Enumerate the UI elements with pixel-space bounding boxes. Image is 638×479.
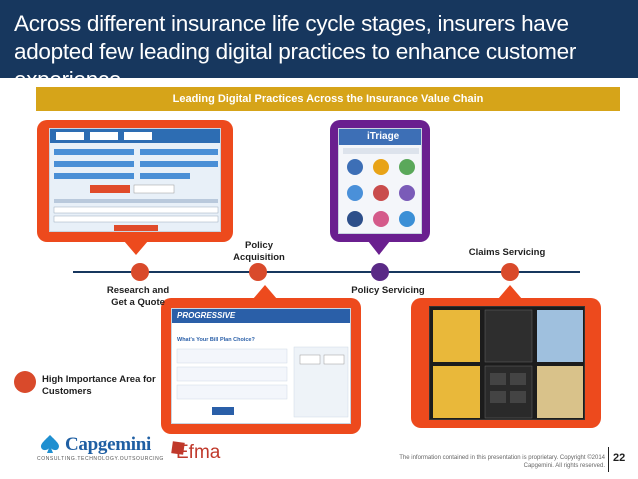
research-quote-bubble	[37, 120, 233, 242]
stage-label-claims: Claims Servicing	[468, 247, 546, 258]
copyright-note: The information contained in this presen…	[399, 455, 605, 469]
efma-name: Efma	[176, 442, 221, 463]
stage-label-research: Research and Get a Quote	[106, 285, 170, 308]
policy-acquisition-pointer	[253, 285, 277, 299]
header-bar: Across different insurance life cycle st…	[0, 0, 638, 92]
policy-servicing-bubble: iTriage	[330, 120, 430, 242]
claims-app-screenshots	[429, 306, 585, 420]
footer-divider	[608, 447, 609, 472]
progressive-heading: What's Your Bill Plan Choice?	[177, 337, 255, 343]
policy-acquisition-node	[249, 263, 267, 281]
progressive-screenshot: PROGRESSIVE What's Your Bill Plan Choice…	[171, 308, 351, 424]
section-banner: Leading Digital Practices Across the Ins…	[36, 87, 620, 111]
itriage-app-screenshot: iTriage	[338, 128, 422, 234]
claims-servicing-pointer	[498, 285, 522, 299]
legend-high-importance-label: High Importance Area for Customers	[42, 374, 156, 397]
claims-app-illustration	[433, 309, 583, 419]
stage-label-acquisition: Policy Acquisition	[233, 240, 285, 263]
capgemini-spade-icon	[40, 435, 60, 453]
quote-form-screenshot	[49, 128, 221, 232]
research-quote-node	[131, 263, 149, 281]
app-name: iTriage	[367, 131, 400, 142]
capgemini-name: Capgemini	[65, 434, 151, 455]
page-title: Across different insurance life cycle st…	[14, 11, 577, 92]
efma-mark-icon	[171, 441, 185, 455]
policy-servicing-node	[371, 263, 389, 281]
policy-acquisition-bubble: PROGRESSIVE What's Your Bill Plan Choice…	[161, 298, 361, 434]
progressive-brand: PROGRESSIVE	[177, 311, 236, 320]
progressive-header: PROGRESSIVE	[172, 309, 350, 323]
policy-servicing-pointer	[368, 241, 390, 255]
efma-logo	[170, 438, 188, 461]
page-number: 22	[613, 452, 626, 464]
research-bubble-pointer	[124, 241, 148, 255]
app-icon-grid	[343, 148, 419, 227]
claims-servicing-bubble	[411, 298, 601, 428]
app-titlebar: iTriage	[339, 129, 421, 145]
legend-high-importance-dot	[14, 371, 36, 393]
billing-options-illustration	[176, 346, 349, 418]
claims-servicing-node	[501, 263, 519, 281]
capgemini-logo: Capgemini CONSULTING.TECHNOLOGY.OUTSOURC…	[37, 434, 163, 462]
stage-label-policy-servicing: Policy Servicing	[351, 285, 425, 296]
value-chain-timeline	[73, 271, 580, 273]
capgemini-tagline: CONSULTING.TECHNOLOGY.OUTSOURCING	[37, 456, 164, 462]
quote-form-illustration	[50, 129, 220, 231]
